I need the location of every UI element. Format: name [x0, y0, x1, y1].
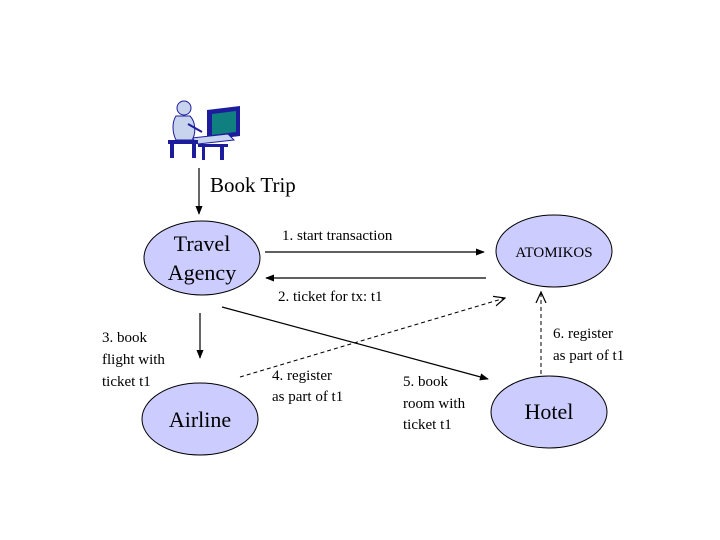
node-atomikos-label: ATOMIKOS	[515, 245, 592, 261]
edge-book-room-label-line3: ticket t1	[403, 417, 452, 433]
edge-book-room	[221, 306, 489, 381]
node-travel-agency-line2: Agency	[168, 260, 236, 285]
edge-ticket-for-tx-label: 2. ticket for tx: t1	[278, 289, 383, 305]
node-atomikos: ATOMIKOS	[495, 214, 613, 288]
edge-book-flight-label-line2: flight with	[102, 352, 165, 368]
edge-airline-register-label-line1: 4. register	[272, 368, 332, 384]
diagram-title: Book Trip	[210, 173, 296, 197]
node-hotel: Hotel	[490, 375, 608, 449]
edge-airline-register-label-line2: as part of t1	[272, 389, 343, 405]
edge-book-room-label-line1: 5. book	[403, 374, 449, 390]
edge-start-transaction-label: 1. start transaction	[282, 228, 393, 244]
node-airline: Airline	[141, 382, 259, 456]
edge-book-flight-label-line1: 3. book	[102, 330, 148, 346]
node-airline-label: Airline	[169, 407, 231, 432]
node-hotel-label: Hotel	[525, 399, 574, 424]
edge-airline-register	[239, 298, 505, 378]
node-travel-agency-line1: Travel	[174, 231, 231, 256]
edge-hotel-register-label-line2: as part of t1	[553, 348, 624, 364]
edge-book-flight-label-line3: ticket t1	[102, 374, 151, 390]
node-travel-agency: Travel Agency	[143, 220, 261, 296]
edge-hotel-register-label-line1: 6. register	[553, 326, 613, 342]
edge-book-room-label-line2: room with	[403, 396, 466, 412]
user-at-computer-icon	[168, 100, 240, 160]
